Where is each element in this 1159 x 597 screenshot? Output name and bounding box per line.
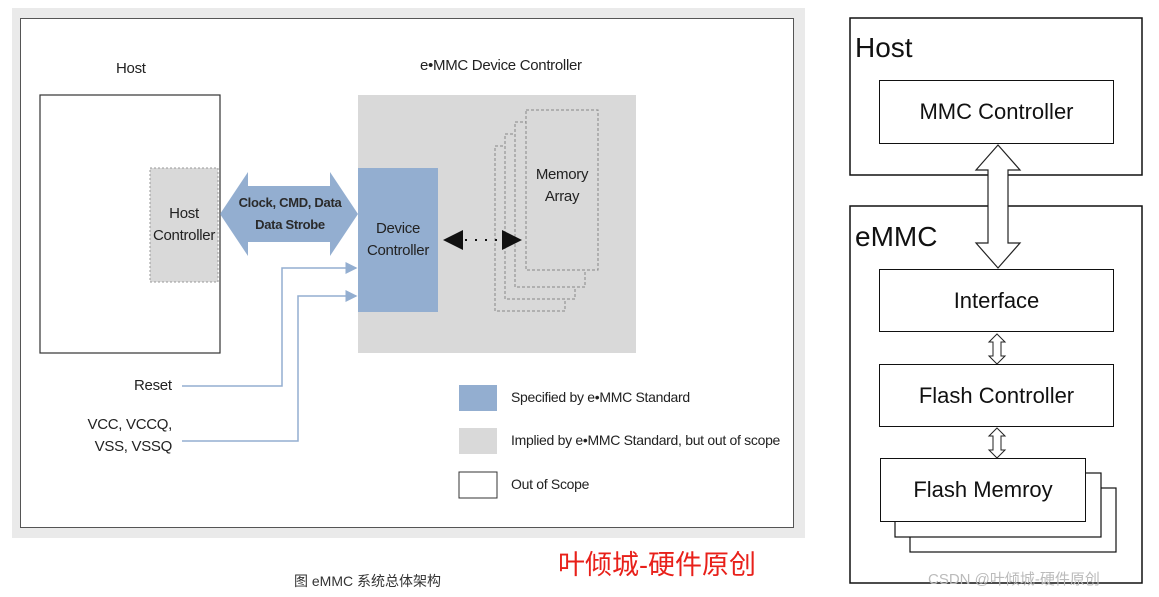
reset-line <box>182 262 358 387</box>
mmc-controller-box: MMC Controller <box>879 80 1114 144</box>
legend-specified-label: Specified by e•MMC Standard <box>511 389 690 405</box>
flash-controller-box: Flash Controller <box>879 364 1114 427</box>
bus-label: Clock, CMD, Data Data Strobe <box>238 195 342 232</box>
flash-memory-box: Flash Memroy <box>880 458 1086 522</box>
power-line <box>182 290 358 442</box>
host-title: Host <box>116 60 146 77</box>
memory-array-box <box>525 109 599 271</box>
memory-array-label: Memory Array <box>535 166 589 205</box>
right-emmc-title: eMMC <box>855 221 938 252</box>
interface-box: Interface <box>879 269 1114 332</box>
device-controller-label: Device Controller <box>366 220 430 259</box>
host-controller-label: Host Controller <box>152 205 216 244</box>
device-controller-box <box>358 168 438 312</box>
power-label: VCC, VCCQ, VSS, VSSQ <box>87 416 172 455</box>
right-host-title: Host <box>855 32 913 63</box>
legend-implied-label: Implied by e•MMC Standard, but out of sc… <box>511 432 781 448</box>
figure-caption: 图 eMMC 系统总体架构 <box>294 573 441 589</box>
legend-out-of-scope-label: Out of Scope <box>511 476 590 492</box>
csdn-watermark: CSDN @叶倾城-硬件原创 <box>928 571 1100 588</box>
legend-specified-swatch <box>459 385 497 411</box>
host-controller-box <box>149 167 219 283</box>
host-emmc-arrow <box>974 144 1022 269</box>
legend-implied-swatch <box>459 428 497 454</box>
red-watermark: 叶倾城-硬件原创 <box>558 550 756 580</box>
reset-label: Reset <box>134 377 172 394</box>
device-controller-title: e•MMC Device Controller <box>420 57 582 74</box>
legend-out-of-scope-swatch <box>458 471 498 499</box>
bus-arrow <box>220 172 358 256</box>
